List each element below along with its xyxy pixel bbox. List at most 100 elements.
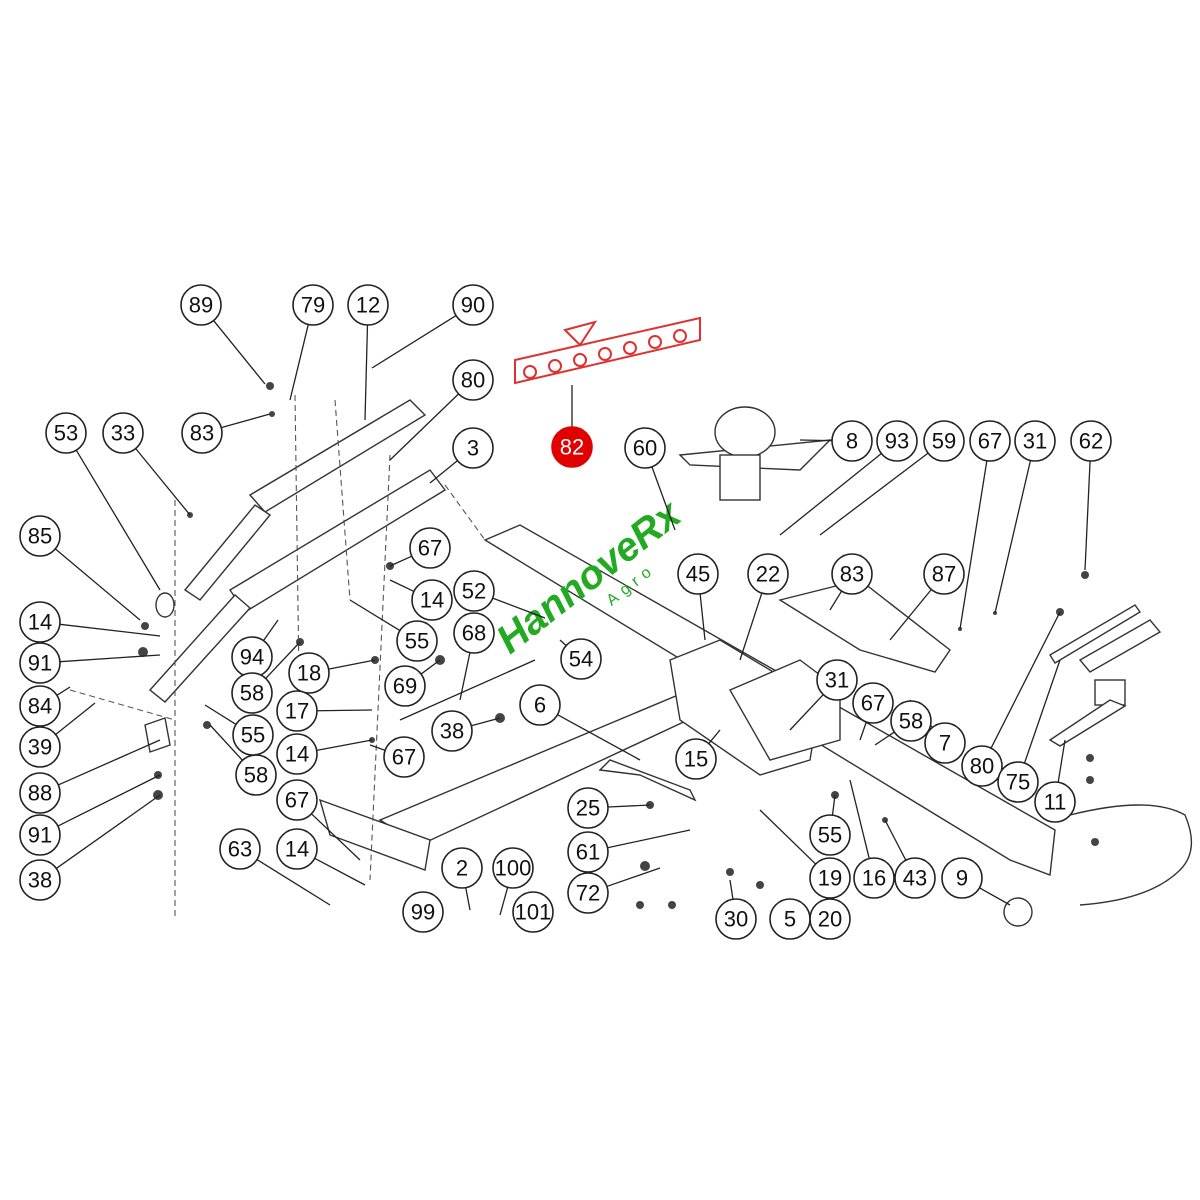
callout-88: 88 — [19, 772, 61, 814]
callout-circle — [276, 733, 318, 775]
leader-line — [994, 460, 1032, 614]
leader-line — [389, 393, 460, 461]
leader-line — [859, 721, 867, 741]
leader-line — [420, 659, 441, 675]
callout-84: 84 — [19, 685, 61, 727]
leader-line — [990, 611, 1061, 749]
callout-label: 17 — [285, 699, 309, 724]
callout-label: 58 — [240, 681, 264, 706]
callout-circle — [288, 652, 330, 694]
callout-11: 11 — [1034, 781, 1076, 823]
callout-label: 8 — [846, 429, 858, 454]
callout-circle — [411, 579, 453, 621]
leader-line — [729, 879, 734, 900]
leader-line — [221, 413, 271, 429]
callout-58: 58 — [231, 672, 273, 714]
callout-circle — [809, 857, 851, 899]
callout-58: 58 — [890, 700, 932, 742]
callout-101: 101 — [512, 891, 554, 933]
callout-91: 91 — [19, 642, 61, 684]
callout-circle — [441, 847, 483, 889]
callout-label: 52 — [462, 579, 486, 604]
callout-label: 5 — [784, 907, 796, 932]
callout-17: 17 — [276, 690, 318, 732]
leader-line — [1023, 659, 1061, 764]
callout-circle — [923, 553, 965, 595]
callout-43: 43 — [894, 857, 936, 899]
callout-circle — [19, 601, 61, 643]
callout-circle — [19, 726, 61, 768]
callout-label: 87 — [932, 562, 956, 587]
callout-label: 55 — [241, 723, 265, 748]
callout-circle — [453, 570, 495, 612]
leader-line — [889, 589, 932, 641]
leader-line — [389, 555, 413, 567]
callout-label: 38 — [440, 719, 464, 744]
callout-label: 63 — [228, 837, 252, 862]
callout-label: 72 — [576, 881, 600, 906]
callout-circle — [809, 898, 851, 940]
callout-80: 80 — [961, 745, 1003, 787]
callout-label: 84 — [28, 694, 52, 719]
callout-circle — [453, 612, 495, 654]
callout-label: 25 — [576, 796, 600, 821]
callout-7: 7 — [924, 722, 966, 764]
callout-label: 14 — [285, 742, 309, 767]
callout-label: 43 — [903, 866, 927, 891]
callout-circle — [232, 714, 274, 756]
leader-line — [1057, 739, 1066, 783]
callout-circle — [924, 722, 966, 764]
callout-87: 87 — [923, 553, 965, 595]
callout-39: 39 — [19, 726, 61, 768]
leader-line — [369, 744, 386, 751]
leader-lines — [54, 315, 1091, 931]
leader-line — [959, 460, 988, 630]
callout-60: 60 — [624, 427, 666, 469]
callout-circle — [1070, 420, 1112, 462]
callout-67: 67 — [276, 779, 318, 821]
callout-circle — [560, 638, 602, 680]
callout-59: 59 — [923, 420, 965, 462]
callout-83: 83 — [181, 412, 223, 454]
callout-38: 38 — [431, 710, 473, 752]
callout-circle — [452, 427, 494, 469]
callout-circle — [347, 284, 389, 326]
callout-91: 91 — [19, 814, 61, 856]
frame-drawing — [69, 382, 1193, 927]
callout-100: 100 — [492, 847, 534, 889]
leader-line — [289, 324, 309, 401]
callout-circle — [492, 847, 534, 889]
callout-circle — [19, 515, 61, 557]
callout-68: 68 — [453, 612, 495, 654]
callout-85: 85 — [19, 515, 61, 557]
callout-80: 80 — [452, 359, 494, 401]
callout-label: 82 — [560, 435, 584, 460]
callout-circle — [231, 672, 273, 714]
callout-circle — [969, 420, 1011, 462]
callout-circle — [276, 690, 318, 732]
callout-55: 55 — [809, 814, 851, 856]
callout-label: 9 — [956, 866, 968, 891]
leader-line — [465, 887, 471, 911]
callout-15: 15 — [675, 738, 717, 780]
leader-line — [739, 592, 763, 661]
callout-circle — [890, 700, 932, 742]
callout-circle — [180, 284, 222, 326]
callout-label: 2 — [456, 856, 468, 881]
callout-63: 63 — [219, 828, 261, 870]
callout-label: 100 — [495, 856, 532, 881]
callout-14: 14 — [411, 579, 453, 621]
callout-31: 31 — [816, 659, 858, 701]
leader-line — [651, 466, 676, 531]
callout-label: 59 — [932, 429, 956, 454]
leader-line — [606, 867, 661, 888]
callout-circle — [519, 684, 561, 726]
callout-label: 15 — [684, 747, 708, 772]
callout-label: 33 — [111, 421, 135, 446]
callout-label: 19 — [818, 866, 842, 891]
leader-line — [204, 704, 237, 725]
callout-94: 94 — [231, 636, 273, 678]
callout-circle — [747, 553, 789, 595]
callout-circle — [452, 359, 494, 401]
callout-circle — [675, 738, 717, 780]
